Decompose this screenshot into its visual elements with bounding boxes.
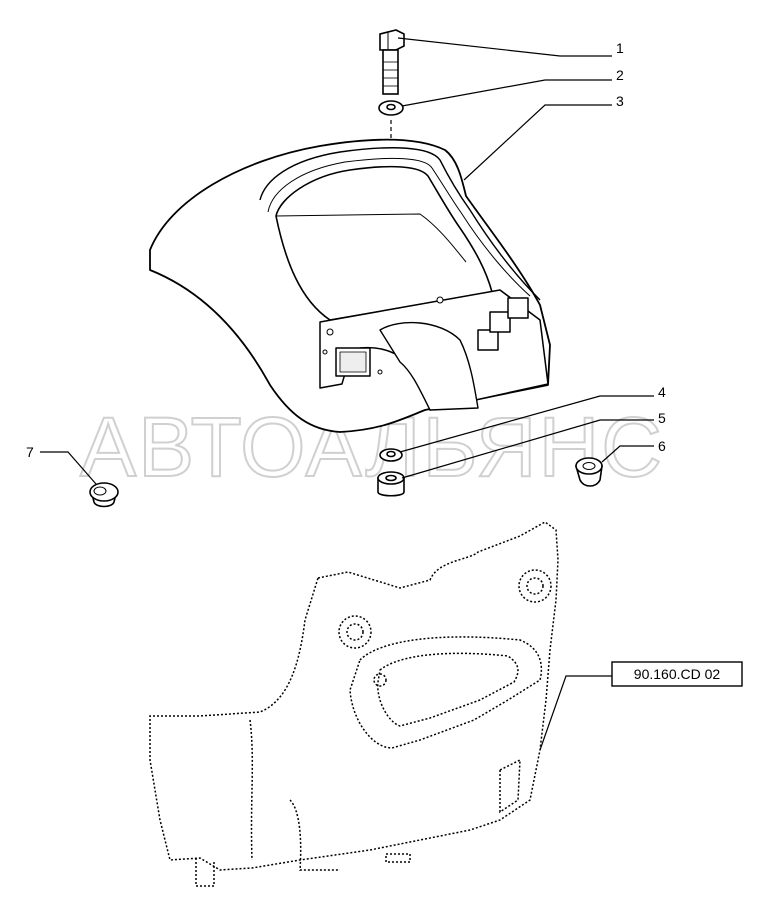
callout-4: 4 — [658, 384, 666, 400]
callout-1: 1 — [616, 40, 624, 56]
washer-part — [378, 100, 404, 116]
bolt-part — [379, 29, 405, 95]
upper-shroud-part — [149, 138, 551, 433]
callout-3: 3 — [616, 93, 624, 109]
callout-6: 6 — [658, 438, 666, 454]
lower-washer-part — [379, 448, 403, 462]
reference-box: 90.160.CD 02 — [611, 661, 743, 687]
reference-code: 90.160.CD 02 — [634, 666, 721, 682]
callout-2: 2 — [616, 67, 624, 83]
grommet-left-part — [89, 482, 119, 508]
callout-7: 7 — [26, 444, 34, 460]
lower-shroud-reference — [149, 521, 559, 887]
grommet-right-part — [574, 457, 603, 487]
callout-5: 5 — [658, 410, 666, 426]
leader-lines — [40, 37, 654, 751]
spacer-part — [377, 471, 405, 497]
